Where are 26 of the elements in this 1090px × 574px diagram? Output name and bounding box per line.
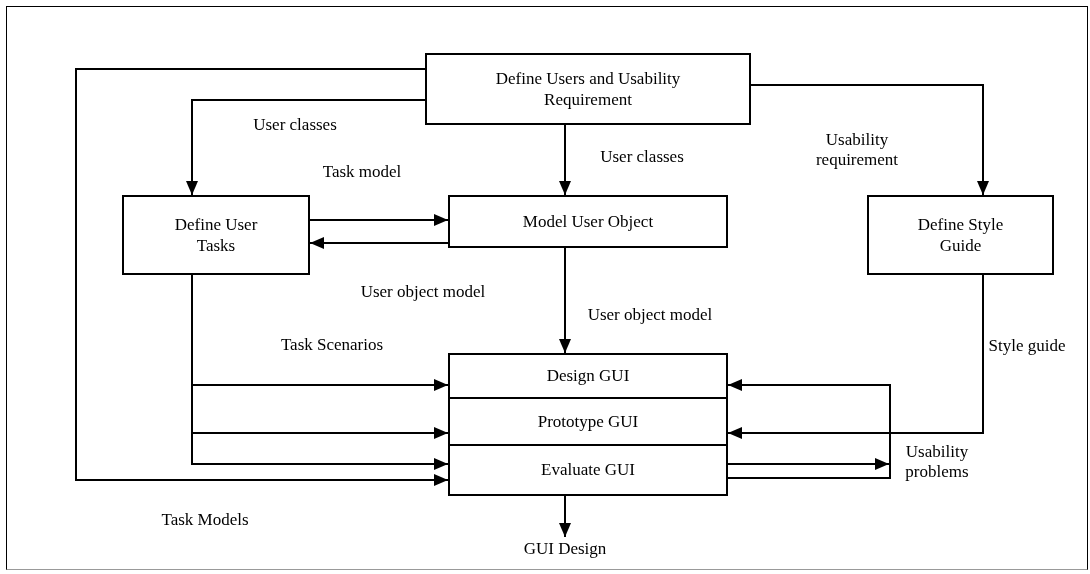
process-box xyxy=(448,397,728,446)
output-label: GUI Design xyxy=(523,538,607,560)
arrow xyxy=(559,247,571,354)
process-box xyxy=(448,353,728,399)
arrow xyxy=(75,68,449,486)
arrow xyxy=(727,379,891,479)
box-label: Model User Object xyxy=(522,210,654,233)
process-box xyxy=(448,195,728,248)
box-label: Design GUI xyxy=(546,365,630,387)
arrow xyxy=(559,124,571,196)
box-label: Define Style Guide xyxy=(916,213,1005,257)
process-box xyxy=(867,195,1054,275)
arrow xyxy=(186,99,426,196)
box-label: Evaluate GUI xyxy=(541,459,635,481)
process-box xyxy=(448,444,728,496)
box-label: Define User Tasks xyxy=(173,213,259,257)
arrow xyxy=(727,274,984,439)
arrow xyxy=(727,458,890,470)
box-label: Prototype GUI xyxy=(537,410,639,433)
arrow xyxy=(559,495,571,538)
process-box xyxy=(425,53,751,125)
box-label: Define Users and Usability Requirement xyxy=(494,67,682,111)
arrow xyxy=(309,237,449,249)
arrow xyxy=(750,84,989,196)
process-box xyxy=(122,195,310,275)
arrow xyxy=(309,214,449,226)
